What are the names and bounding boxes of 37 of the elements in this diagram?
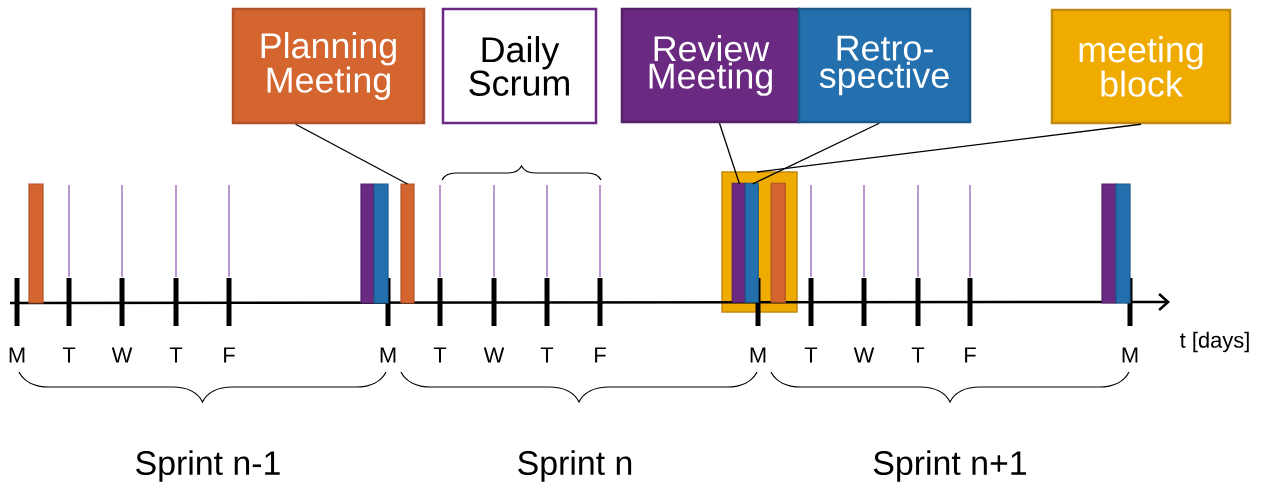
day-label: M [750,347,766,363]
day-label: T [540,347,554,363]
leader-line [751,122,880,185]
day-label: M [380,347,396,363]
leader-line [718,122,741,185]
leader-line [756,123,1142,173]
meeting-bar [731,182,746,303]
leader-line [294,123,409,185]
meeting-bar [1115,183,1131,304]
day-label: W [853,347,875,363]
day-label: F [595,347,606,363]
review-box: Review Meeting [620,7,801,124]
day-label: F [965,347,976,363]
day-label: W [483,347,505,363]
axis-label: t [days] [1180,331,1249,353]
planning-box: Planning Meeting [231,7,426,125]
meeting-bar [28,183,44,304]
sprint-label: Sprint n [518,450,632,482]
day-label: M [9,347,25,363]
sprint-label: Sprint n-1 [136,450,280,482]
meeting-bar [400,183,415,304]
meeting-bar [770,182,786,303]
day-label: T [433,347,447,363]
day-label: W [111,347,133,363]
daily-scrum-box: Daily Scrum [441,7,598,125]
meeting-block-box: meeting block [1050,8,1232,125]
day-label: F [224,347,235,363]
day-label: T [62,347,76,363]
day-label: T [911,347,925,363]
day-label: M [1122,347,1138,363]
meeting-bar [373,183,389,304]
meeting-bar [1101,183,1117,304]
retrospective-box: Retro- spective [797,7,972,124]
day-label: T [169,347,183,363]
sprint-label: Sprint n+1 [873,450,1026,482]
day-label: T [804,347,818,363]
meeting-bar [744,182,759,303]
